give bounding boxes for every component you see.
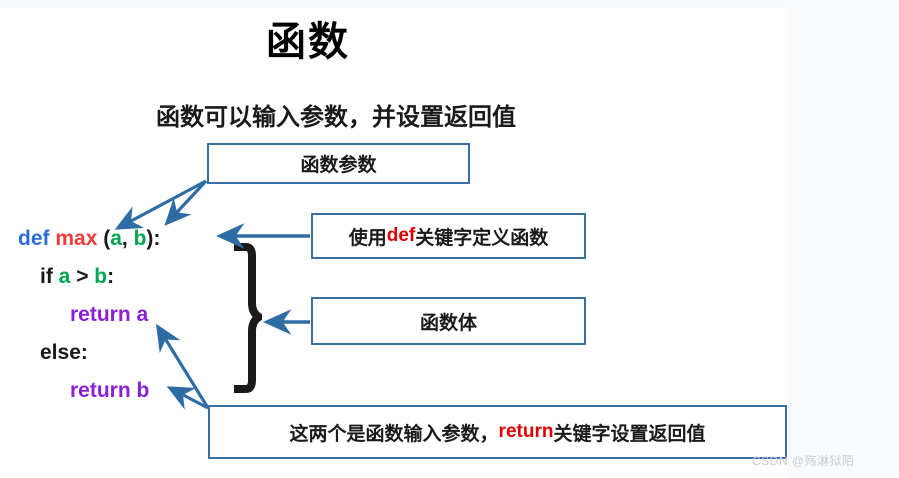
code-token-if-colon: : <box>107 265 115 288</box>
function-body-brace-icon <box>228 243 262 393</box>
code-line-4: else: <box>18 334 160 372</box>
arrow-return-to-return-a <box>155 323 210 409</box>
callout-function-params-label: 函数参数 <box>300 155 377 176</box>
code-token-comma: , <box>121 227 134 250</box>
arrow-params-to-b <box>164 179 208 226</box>
page-title: 函数 <box>266 20 350 64</box>
code-token-return-a: return a <box>70 303 149 326</box>
code-token-close-paren-colon: ): <box>146 227 161 250</box>
code-token-gt: > <box>70 265 95 288</box>
page-right-gutter <box>787 0 899 478</box>
code-token-return-b: return b <box>70 379 150 402</box>
callout-def-prefix: 使用 <box>348 227 387 249</box>
code-token-if-a: a <box>58 265 71 288</box>
code-line-5: return b <box>18 372 160 410</box>
page-subtitle: 函数可以输入参数，并设置返回值 <box>156 104 516 131</box>
callout-return-keyword[interactable]: 这两个是函数输入参数，return 关键字设置返回值 <box>208 405 787 459</box>
callout-def-keyword[interactable]: 使用 def 关键字定义函数 <box>311 213 586 259</box>
callout-def-suffix: 关键字定义函数 <box>415 227 549 249</box>
code-block: def max (a, b): if a > b: return a else:… <box>18 220 160 410</box>
callout-function-body-label: 函数体 <box>419 312 477 334</box>
callout-function-params[interactable]: 函数参数 <box>207 143 470 184</box>
code-line-2: if a > b: <box>18 258 160 296</box>
code-token-if: if <box>40 265 59 288</box>
code-token-max: max <box>55 227 98 250</box>
callout-function-body[interactable]: 函数体 <box>311 297 586 345</box>
code-token-arg-b: b <box>133 227 147 250</box>
arrow-return-to-return-b <box>166 386 209 410</box>
code-line-1: def max (a, b): <box>18 220 160 258</box>
callout-return-suffix: 关键字设置返回值 <box>553 423 706 445</box>
callout-def-highlight: def <box>386 225 416 246</box>
code-token-if-b: b <box>94 265 108 288</box>
callout-return-highlight: return <box>498 421 554 442</box>
code-token-open-paren: ( <box>97 227 111 250</box>
code-line-3: return a <box>18 296 160 334</box>
page-top-strip <box>0 0 899 8</box>
code-token-else: else: <box>40 341 88 364</box>
callout-return-prefix: 这两个是函数输入参数， <box>289 423 499 445</box>
code-token-arg-a: a <box>110 227 122 250</box>
watermark: CSDN @殇淋狱陌 <box>752 454 855 468</box>
code-token-def: def <box>18 227 50 250</box>
